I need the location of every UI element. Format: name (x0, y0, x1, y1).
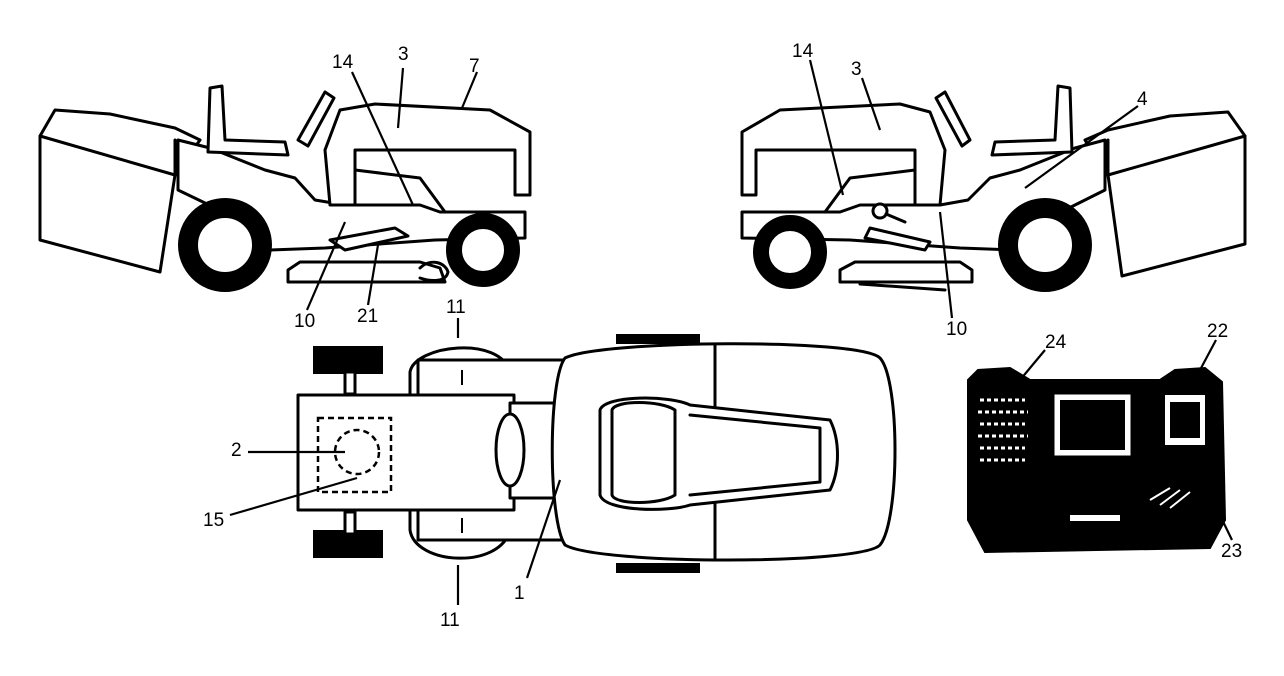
callout-4-right: 4 (1137, 89, 1148, 110)
callout-21-left: 21 (357, 306, 379, 327)
callout-22: 22 (1207, 321, 1229, 342)
callout-2: 2 (231, 440, 242, 461)
top-view (296, 334, 897, 573)
callout-3-right: 3 (851, 59, 862, 80)
right-side-view (740, 84, 1247, 292)
callout-11-top: 11 (446, 297, 466, 318)
callout-7-left: 7 (469, 56, 480, 77)
callout-24: 24 (1045, 332, 1067, 353)
callout-10-left: 10 (294, 311, 316, 332)
callout-14-left: 14 (332, 52, 354, 73)
deck-view (967, 366, 1227, 554)
leader-lines (229, 59, 1233, 605)
callout-23: 23 (1221, 541, 1243, 562)
left-side-view (38, 84, 532, 292)
callout-1: 1 (514, 583, 525, 604)
callout-3-left: 3 (398, 44, 409, 65)
callout-14-right: 14 (792, 41, 814, 62)
callout-10-right: 10 (946, 319, 968, 340)
callout-15: 15 (203, 510, 225, 531)
callout-11-bottom: 11 (440, 610, 460, 631)
